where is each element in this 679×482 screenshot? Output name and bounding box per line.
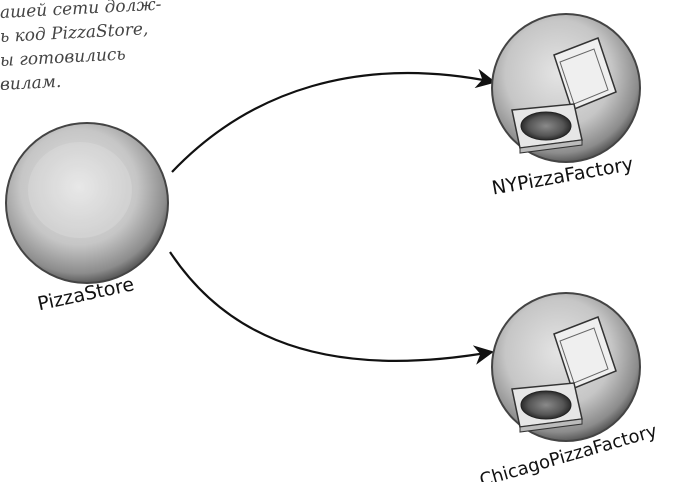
pizza-box-icon: [511, 316, 617, 433]
pizzastore-disc: [5, 122, 169, 284]
pizza-box-icon: [511, 37, 617, 154]
ny-factory-node: NYPizzaFactory: [490, 13, 641, 200]
chicago-factory-node: ChicagoPizzaFactory: [477, 292, 660, 482]
arrow-to-chicago-factory: [169, 251, 494, 365]
arrow-to-ny-factory: [171, 68, 496, 173]
pizzastore-node: PizzaStore: [5, 122, 169, 315]
